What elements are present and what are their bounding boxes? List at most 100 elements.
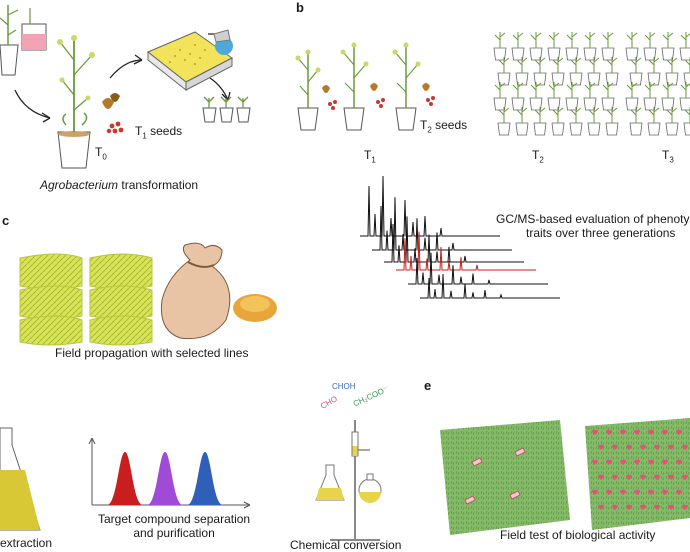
arrow-to-tray — [109, 59, 143, 79]
heart-marker — [591, 459, 599, 465]
small-plant-pot — [643, 82, 657, 111]
heart-marker — [653, 504, 661, 510]
panel-a-illustration — [0, 5, 251, 169]
small-plant-pot — [625, 82, 639, 111]
small-plant-pot — [583, 32, 597, 61]
t1-plant — [340, 42, 385, 131]
t1-plant — [392, 42, 435, 131]
panel-label-e: e — [424, 378, 432, 393]
heart-marker — [639, 504, 647, 510]
separation-caption: Target compound separation and purificat… — [98, 512, 251, 540]
arrow-to-t0 — [14, 89, 51, 119]
small-plant-pot — [587, 107, 601, 136]
field-plot — [19, 253, 83, 290]
small-plant-pot — [497, 57, 511, 86]
small-plant-pot — [601, 82, 615, 111]
spray-bottle-icon — [208, 29, 233, 55]
small-plant-pot — [547, 82, 561, 111]
heart-marker — [667, 444, 675, 450]
panel-b-t3-grid — [625, 32, 690, 136]
t1-plant — [295, 49, 337, 131]
formula-choh: CHOH — [332, 382, 356, 391]
field-plot — [89, 285, 153, 320]
small-plant-pot — [565, 32, 579, 61]
small-plant-pot — [583, 82, 597, 111]
heart-marker — [633, 489, 641, 495]
heart-marker — [597, 474, 605, 480]
small-plant-pot — [605, 57, 619, 86]
generation-label-t3: T3 — [662, 148, 674, 165]
chromatogram-trace — [384, 216, 524, 263]
heart-marker — [611, 504, 619, 510]
small-plant-pot — [587, 57, 601, 86]
beaker-icon — [21, 8, 47, 51]
elution-peak — [107, 452, 143, 505]
heart-marker — [681, 504, 689, 510]
small-plant-pot — [661, 32, 675, 61]
heart-marker — [597, 444, 605, 450]
small-plant-pot — [647, 57, 661, 86]
small-plant-pot — [569, 107, 583, 136]
panel-b-t2-grid — [493, 32, 619, 136]
heart-marker — [625, 504, 633, 510]
small-plant-pot — [551, 107, 565, 136]
small-plant-pot — [533, 107, 547, 136]
small-plant-pot — [665, 107, 679, 136]
heart-marker — [675, 459, 683, 465]
seedlings-row — [202, 96, 251, 123]
small-plant-pot — [679, 82, 690, 111]
chromatogram-trace — [420, 273, 560, 299]
small-plant-pot — [679, 32, 690, 61]
extraction-label: extraction — [0, 536, 53, 550]
small-plant-pot — [515, 107, 529, 136]
small-plant-pot — [547, 32, 561, 61]
heart-marker — [675, 489, 683, 495]
seed-pods-a — [102, 93, 124, 134]
chromatogram-trace — [372, 197, 512, 251]
t0-label: T0 — [95, 145, 107, 162]
small-plant-pot — [661, 82, 675, 111]
marker-flag — [464, 447, 526, 505]
heart-marker — [619, 489, 627, 495]
heart-marker — [619, 429, 627, 435]
small-plant-pot — [551, 57, 565, 86]
heart-marker — [633, 429, 641, 435]
heart-marker — [605, 489, 613, 495]
extraction-flask — [0, 427, 41, 531]
field-plot — [89, 315, 153, 346]
heart-marker — [647, 429, 655, 435]
heart-marker — [611, 444, 619, 450]
heart-marker — [681, 444, 689, 450]
generation-label-t1: T1 — [364, 148, 376, 165]
small-plant-pot — [647, 107, 661, 136]
chromatogram-trace — [408, 252, 548, 285]
heart-marker — [597, 504, 605, 510]
chromatogram-trace — [396, 231, 536, 271]
heart-marker — [639, 444, 647, 450]
small-plant-pot — [493, 82, 507, 111]
small-plant-pot — [569, 57, 583, 86]
test-field-left — [440, 420, 570, 535]
heart-marker — [653, 444, 661, 450]
heart-marker — [661, 459, 669, 465]
heart-marker — [653, 474, 661, 480]
small-plant-pot — [497, 107, 511, 136]
small-plant-pot — [683, 107, 690, 136]
panel-b-t1-plants — [295, 42, 435, 131]
separation-chart — [88, 437, 251, 509]
test-field-right — [585, 418, 690, 530]
panel-a-caption: Agrobacterium transformation — [40, 178, 199, 192]
arrow-to-seedlings — [209, 77, 229, 101]
field-plot — [19, 285, 83, 320]
seed-sack-icon — [160, 242, 231, 340]
small-plant-pot — [515, 57, 529, 86]
heart-marker — [661, 489, 669, 495]
heart-marker — [661, 429, 669, 435]
seed-tray — [147, 31, 233, 92]
seed-pile — [233, 294, 277, 322]
heart-marker — [625, 444, 633, 450]
small-plant-pot — [665, 57, 679, 86]
heart-marker — [667, 474, 675, 480]
generation-label-t2: T2 — [532, 148, 544, 165]
